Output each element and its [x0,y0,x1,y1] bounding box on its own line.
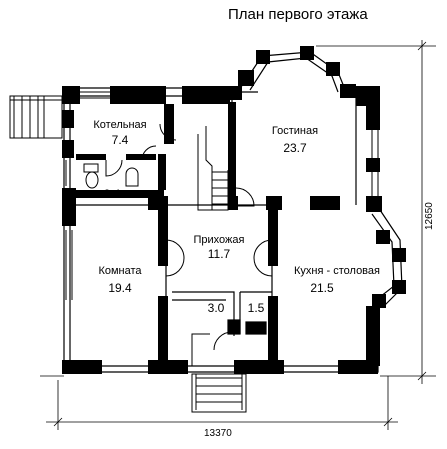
room-name-boiler: Котельная [93,119,146,131]
room-name-hall: Прихожая [194,234,245,246]
room-name-kitchen: Кухня - столовая [294,265,380,277]
room-area-room: 19.4 [108,281,132,295]
plan-title: План первого этажа [228,6,368,23]
room-name-living: Гостиная [272,125,318,137]
room-name-room: Комната [98,265,142,277]
windows [65,91,379,373]
bathroom-fixtures [83,163,139,189]
bay-window-kitchen [371,209,403,307]
room-area-boiler: 7.4 [112,133,129,147]
staircase [197,126,229,211]
closet-partitions [172,291,272,336]
room-area-closet1: 3.0 [208,301,225,315]
bay-window-posts [238,46,356,98]
dimension-height: 12650 [424,202,435,230]
dimension-lines [40,40,436,430]
room-area-bath: 2.4 [104,187,121,201]
dimension-width: 13370 [204,428,232,439]
front-steps [191,373,247,413]
side-steps [9,95,63,139]
thick-walls [62,86,382,374]
kitchen-bay-posts [372,230,406,308]
room-area-kitchen: 21.5 [310,281,334,295]
room-area-living: 23.7 [283,141,307,155]
room-area-closet2: 1.5 [248,301,265,315]
room-area-hall: 11.7 [208,247,231,261]
